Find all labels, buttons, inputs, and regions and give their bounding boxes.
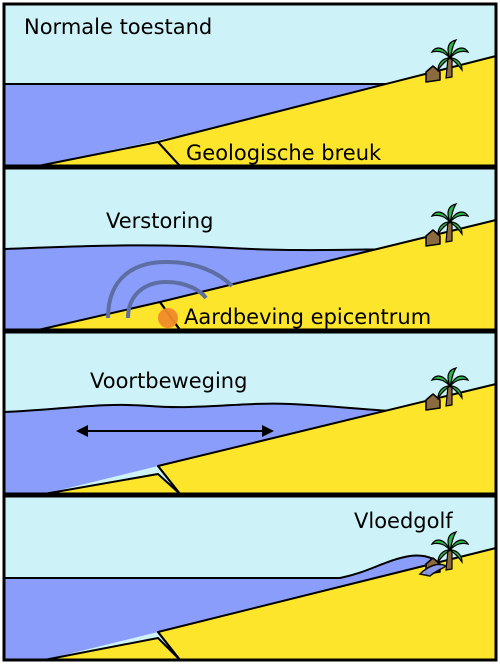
panel-title: Normale toestand — [24, 15, 212, 39]
epicenter-label: Aardbeving epicentrum — [184, 305, 431, 329]
sea-surface — [3, 402, 421, 413]
fault-line — [157, 141, 181, 167]
seismic-ripples — [106, 259, 234, 319]
palm-tree-icon — [430, 39, 470, 79]
fault-label: Geologische breuk — [186, 141, 382, 165]
panel-title: Voortbeweging — [90, 369, 247, 393]
panel-frame — [2, 330, 498, 496]
panel-disturbance: Verstoring Aardbeving epicentrum — [2, 166, 498, 332]
panel-propagation: Voortbeweging — [2, 330, 498, 496]
panel-normal: Normale toestand Geologische breuk — [2, 2, 498, 168]
panel-tsunami: Vloedgolf — [2, 494, 498, 662]
panel-title: Vloedgolf — [354, 509, 453, 533]
fault-line — [157, 465, 181, 495]
sea-surface — [3, 244, 421, 252]
panel-frame — [2, 494, 498, 662]
fault-line — [157, 631, 181, 661]
house-icon — [425, 393, 441, 411]
sea — [4, 555, 444, 660]
panel-frame — [2, 2, 498, 168]
panel-frame — [2, 166, 498, 332]
palm-tree-icon — [430, 203, 470, 243]
epicenter-icon — [158, 308, 178, 328]
house-icon — [425, 229, 441, 247]
house-icon — [425, 65, 441, 83]
panel-title: Verstoring — [106, 209, 213, 233]
palm-tree-icon — [430, 367, 470, 407]
palm-tree-icon — [430, 531, 470, 571]
double-arrow-icon — [76, 425, 274, 437]
sea — [4, 403, 420, 494]
